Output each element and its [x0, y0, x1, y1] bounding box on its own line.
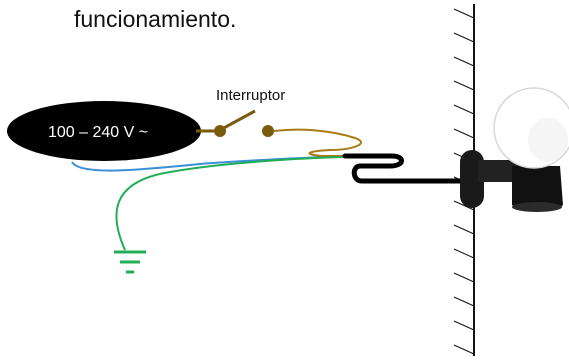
lamp-holder-rim: [512, 202, 562, 212]
earth-wire: [115, 156, 346, 251]
ground-icon: [114, 250, 146, 274]
switch-label: Interruptor: [216, 87, 285, 104]
power-supply-label: 100 – 240 V ~: [48, 124, 148, 141]
wall-lamp-icon: [460, 87, 569, 212]
lamp-cable: [342, 153, 473, 184]
live-wire: [273, 128, 363, 157]
switch-contact-right: [262, 125, 274, 137]
caption-text: funcionamiento.: [74, 6, 237, 32]
switch: Interruptor: [196, 87, 285, 137]
lamp-holder: [512, 166, 563, 211]
power-supply: 100 – 240 V ~: [7, 101, 201, 161]
switch-lever: [221, 109, 256, 131]
power-supply-body: [7, 101, 201, 161]
lamp-globe-shade: [528, 118, 568, 162]
